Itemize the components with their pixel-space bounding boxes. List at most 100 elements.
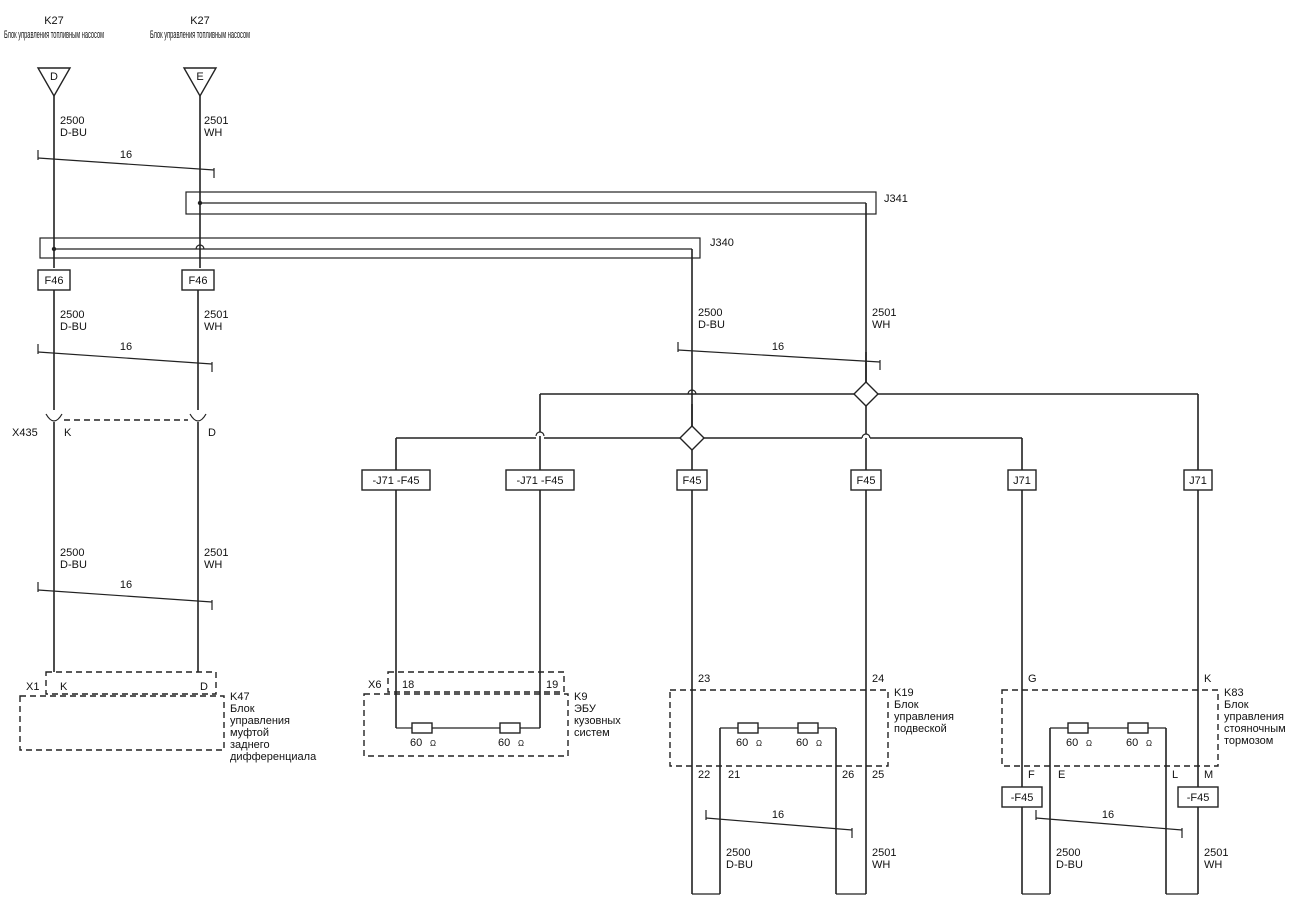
splice-j341: J341	[185, 191, 908, 394]
svg-text:16: 16	[772, 341, 784, 353]
svg-text:WH: WH	[204, 559, 222, 571]
svg-text:Ω: Ω	[518, 739, 524, 748]
svg-text:управления: управления	[1224, 711, 1284, 723]
svg-text:D-BU: D-BU	[60, 559, 87, 571]
svg-text:D-BU: D-BU	[60, 321, 87, 333]
svg-text:муфтой: муфтой	[230, 727, 269, 739]
svg-text:управления: управления	[230, 715, 290, 727]
svg-text:кузовных: кузовных	[574, 715, 621, 727]
svg-text:X6: X6	[368, 679, 381, 691]
svg-text:F45: F45	[683, 475, 702, 487]
svg-text:D-BU: D-BU	[726, 859, 753, 871]
svg-text:подвеской: подвеской	[894, 723, 947, 735]
svg-text:16: 16	[772, 809, 784, 821]
svg-text:60: 60	[796, 737, 808, 749]
option-box-j71f45-2: -J71 -F45	[505, 469, 575, 491]
wire-label-wh-1: 2501 WH	[204, 115, 228, 139]
wire-label-wh-5: 2501 WH	[872, 847, 896, 871]
resistor	[1127, 722, 1149, 734]
svg-text:F46: F46	[189, 275, 208, 287]
svg-text:Ω: Ω	[1146, 739, 1152, 748]
module-k9: X6 18 19 60 Ω 60 Ω K9 ЭБУ кузовных систе…	[363, 671, 621, 757]
splice-j340: J340	[39, 237, 734, 440]
wire-label-wh-3: 2501 WH	[204, 547, 228, 571]
svg-text:WH: WH	[1204, 859, 1222, 871]
svg-text:K9: K9	[574, 691, 587, 703]
twisted-pair-marker-1: 16	[37, 149, 215, 178]
svg-text:60: 60	[1126, 737, 1138, 749]
connector-k27-d: K27 Блок управления топливным насосом D	[4, 15, 104, 98]
k27-e-ref: K27	[190, 15, 210, 27]
svg-text:-F45: -F45	[1187, 792, 1210, 804]
svg-text:2501: 2501	[872, 307, 896, 319]
option-box-j71-2: J71	[1183, 469, 1213, 491]
svg-text:24: 24	[872, 673, 884, 685]
connector-k27-e: K27 Блок управления топливным насосом E	[150, 15, 250, 98]
svg-text:18: 18	[402, 679, 414, 691]
svg-text:16: 16	[1102, 809, 1114, 821]
fuse-f46-left: F46	[37, 269, 71, 291]
svg-text:систем: систем	[574, 727, 610, 739]
wire-label-du-5: 2500 D-BU	[726, 847, 753, 871]
option-box-j71f45-1: -J71 -F45	[361, 469, 431, 491]
wire-label-du-3: 2500 D-BU	[60, 547, 87, 571]
option-box-j71-1: J71	[1007, 469, 1037, 491]
option-box-mf45-1: -F45	[1001, 786, 1043, 808]
resistor	[499, 722, 521, 734]
wire-label-wh-2: 2501 WH	[204, 309, 228, 333]
svg-text:F45: F45	[857, 475, 876, 487]
wire-label-du-4: 2500 D-BU	[698, 307, 725, 331]
svg-text:60: 60	[1066, 737, 1078, 749]
svg-text:L: L	[1172, 769, 1178, 781]
svg-text:D-BU: D-BU	[1056, 859, 1083, 871]
svg-text:X435: X435	[12, 427, 38, 439]
svg-text:тормозом: тормозом	[1224, 735, 1273, 747]
svg-text:Ω: Ω	[430, 739, 436, 748]
svg-text:дифференциала: дифференциала	[230, 751, 317, 763]
resistor	[797, 722, 819, 734]
resistor	[411, 722, 433, 734]
svg-text:X1: X1	[26, 681, 39, 693]
k27-d-pin: D	[50, 71, 58, 83]
fuse-f46-right: F46	[181, 269, 215, 291]
option-box-mf45-2: -F45	[1177, 786, 1219, 808]
svg-text:K47: K47	[230, 691, 250, 703]
svg-text:E: E	[1058, 769, 1065, 781]
wire-label-du-1: 2500 D-BU	[60, 115, 87, 139]
svg-text:K: K	[1204, 673, 1212, 685]
svg-text:Ω: Ω	[816, 739, 822, 748]
svg-text:2500: 2500	[1056, 847, 1080, 859]
svg-text:F: F	[1028, 769, 1035, 781]
svg-text:60: 60	[410, 737, 422, 749]
wire-label-wh-4: 2501 WH	[872, 307, 896, 331]
svg-text:2501: 2501	[204, 547, 228, 559]
wire-label-du-6: 2500 D-BU	[1056, 847, 1083, 871]
svg-text:D: D	[200, 681, 208, 693]
svg-text:2501: 2501	[204, 115, 228, 127]
svg-text:D-BU: D-BU	[698, 319, 725, 331]
j341-label: J341	[884, 193, 908, 205]
svg-text:J71: J71	[1013, 475, 1031, 487]
twisted-pair-marker-2: 16	[37, 341, 213, 372]
svg-text:K83: K83	[1224, 687, 1244, 699]
svg-text:K19: K19	[894, 687, 914, 699]
svg-text:-F45: -F45	[1011, 792, 1034, 804]
svg-text:заднего: заднего	[230, 739, 270, 751]
svg-text:J71: J71	[1189, 475, 1207, 487]
inline-connector-x435: X435 K D	[12, 413, 216, 439]
svg-text:2501: 2501	[204, 309, 228, 321]
wire-label-wh-6: 2501 WH	[1204, 847, 1228, 871]
svg-text:16: 16	[120, 341, 132, 353]
bus-wh	[535, 381, 1199, 470]
module-k83: G K F E L M 60 Ω 60 Ω K83 Блок управлени…	[1001, 673, 1286, 895]
svg-text:16: 16	[120, 579, 132, 591]
module-k19: 23 24 22 21 26 25 60 Ω 60 Ω K19 Блок упр…	[669, 673, 954, 895]
svg-text:2500: 2500	[60, 115, 84, 127]
svg-text:Блок: Блок	[894, 699, 919, 711]
svg-text:стояночным: стояночным	[1224, 723, 1286, 735]
svg-text:2501: 2501	[1204, 847, 1228, 859]
bus-du	[395, 404, 1023, 470]
svg-text:60: 60	[736, 737, 748, 749]
svg-text:WH: WH	[204, 321, 222, 333]
svg-text:WH: WH	[204, 127, 222, 139]
